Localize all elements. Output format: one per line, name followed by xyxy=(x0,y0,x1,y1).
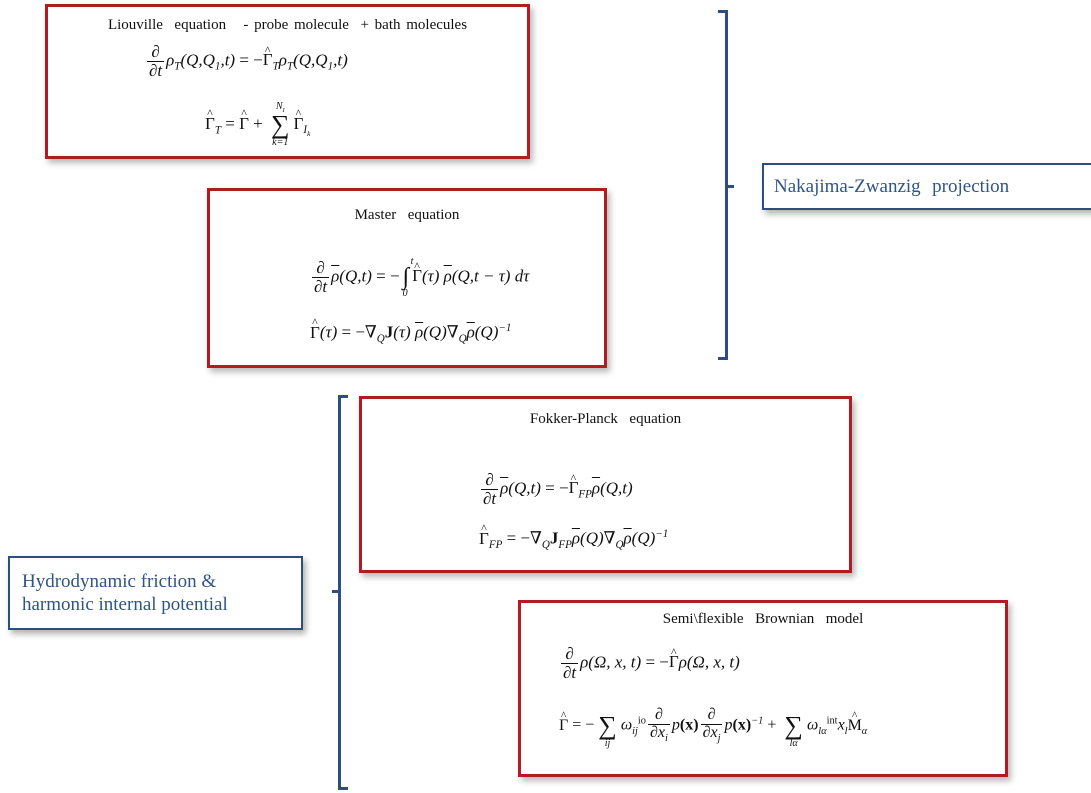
fokker-planck-equation-2: ΓFP = −∇QJFPρ(Q)∇Qρ(Q)−1 xyxy=(479,523,668,551)
master-equation-box: Master equation ∂∂tρ(Q,t) = −t∫0Γ(τ) ρ(Q… xyxy=(207,188,607,368)
summation-symbol: NI∑k=1 xyxy=(271,101,290,148)
right-brace-tick xyxy=(728,185,734,188)
liouville-equation-1: ∂∂tρT(Q,Q1,t) = −ΓTρT(Q,Q1,t) xyxy=(145,43,348,80)
liouville-equation-2: ΓT = Γ + NI∑k=1ΓIk xyxy=(205,101,310,148)
nakajima-zwanzig-label: Nakajima-Zwanzig projection xyxy=(762,163,1091,210)
hydrodynamic-friction-label: Hydrodynamic friction & harmonic interna… xyxy=(8,556,303,630)
master-equation-1: ∂∂tρ(Q,t) = −t∫0Γ(τ) ρ(Q,t − τ) dτ xyxy=(310,256,529,300)
fokker-planck-title: Fokker-Planck equation xyxy=(529,411,682,427)
fokker-planck-equation-1: ∂∂tρ(Q,t) = −ΓFPρ(Q,t) xyxy=(479,471,633,508)
fokker-planck-box: Fokker-Planck equation ∂∂tρ(Q,t) = −ΓFPρ… xyxy=(359,396,852,573)
right-brace xyxy=(718,10,728,360)
liouville-title: Liouville equation - probe molecule + ba… xyxy=(107,17,468,33)
master-title: Master equation xyxy=(354,207,460,223)
master-equation-2: Γ(τ) = −∇QJ(τ) ρ(Q)∇Qρ(Q)−1 xyxy=(310,317,511,345)
semiflexible-equation-1: ∂∂tρ(Ω, x, t) = −Γρ(Ω, x, t) xyxy=(559,645,740,682)
left-brace-tick xyxy=(332,590,338,593)
semiflexible-title: Semi\flexible Brownian model xyxy=(662,611,864,627)
left-brace xyxy=(338,395,348,790)
liouville-equation-box: Liouville equation - probe molecule + ba… xyxy=(45,4,530,159)
partial-t-fraction: ∂∂t xyxy=(147,42,165,80)
integral-symbol: t∫0 xyxy=(402,256,414,300)
